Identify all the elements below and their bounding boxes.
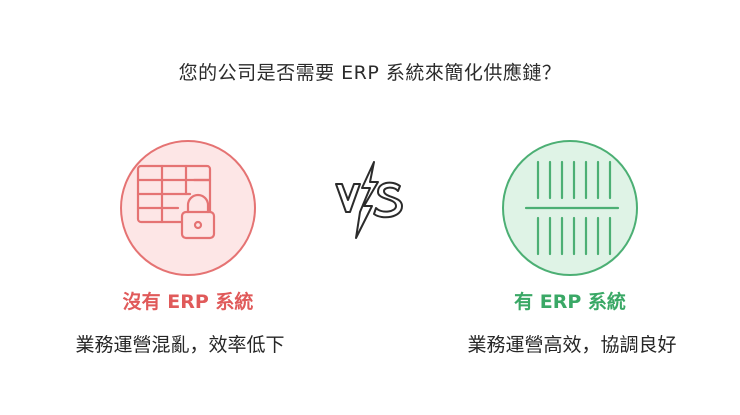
no-erp-heading: 沒有 ERP 系統 (122, 291, 254, 313)
vs-icon (330, 160, 410, 244)
aligned-lines-icon (524, 160, 620, 256)
erp-description: 業務運營高效，協調良好 (467, 334, 677, 356)
no-erp-description: 業務運營混亂，效率低下 (75, 334, 285, 356)
locked-grid-icon (136, 164, 216, 240)
erp-circle (502, 140, 638, 276)
no-erp-circle (120, 140, 256, 276)
page-title: 您的公司是否需要 ERP 系統來簡化供應鏈？ (178, 62, 562, 84)
erp-heading: 有 ERP 系統 (514, 291, 626, 313)
